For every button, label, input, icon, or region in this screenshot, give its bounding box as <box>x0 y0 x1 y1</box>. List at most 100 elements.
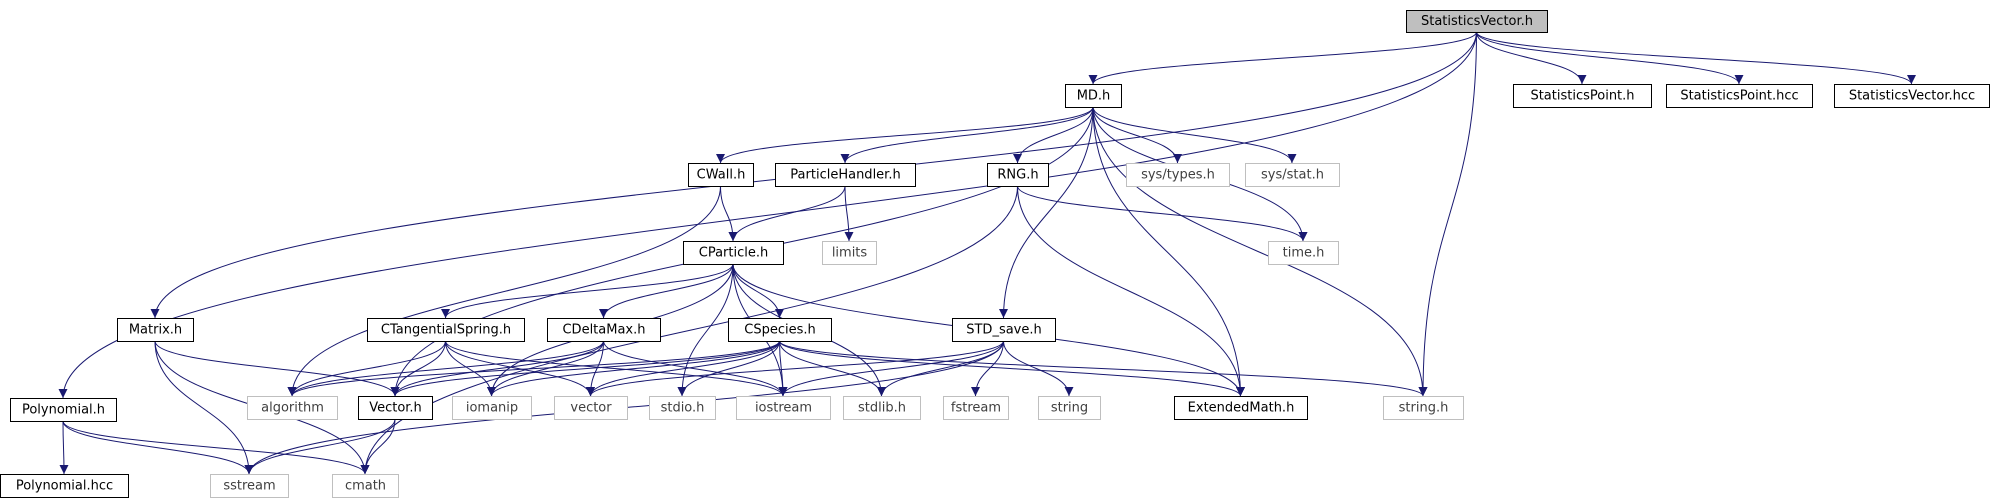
node-box <box>1268 241 1339 265</box>
node-box <box>1174 396 1308 420</box>
node-sys-types-h: sys/types.h <box>1126 163 1230 187</box>
node-label: Matrix.h <box>129 323 182 338</box>
node-std-save-h[interactable]: STD_save.h <box>952 318 1056 342</box>
node-polynomial-hcc[interactable]: Polynomial.hcc <box>0 474 129 498</box>
node-box <box>547 318 661 342</box>
node-cspecies-h[interactable]: CSpecies.h <box>728 318 832 342</box>
edge-md_h-to-rng_h <box>1013 106 1094 164</box>
node-vector-h[interactable]: Vector.h <box>358 396 433 420</box>
node-cparticle-h[interactable]: CParticle.h <box>683 241 784 265</box>
node-label: Polynomial.hcc <box>16 479 113 494</box>
node-statisticsvector-h[interactable]: StatisticsVector.h <box>1406 10 1548 33</box>
node-box <box>952 318 1056 342</box>
node-cdeltamax-h[interactable]: CDeltaMax.h <box>547 318 661 342</box>
node-label: sstream <box>223 479 275 494</box>
node-label: StatisticsVector.hcc <box>1849 89 1975 104</box>
node-box <box>843 396 921 420</box>
node-time-h: time.h <box>1268 241 1339 265</box>
node-sstream: sstream <box>210 474 289 498</box>
edge-cwall_h-to-algorithm <box>287 185 721 397</box>
node-box <box>358 396 433 420</box>
edge-std_save_h-to-vector <box>586 340 1004 397</box>
edge-cparticle_h-to-cspecies_h <box>732 263 784 319</box>
node-label: cmath <box>345 479 386 494</box>
node-polynomial-h[interactable]: Polynomial.h <box>10 398 117 422</box>
node-box <box>1383 396 1464 420</box>
node-box <box>1065 84 1122 108</box>
node-particlehandler-h[interactable]: ParticleHandler.h <box>775 163 916 187</box>
edge-statisticsvector_h-to-polynomial_h <box>58 31 1477 399</box>
node-box <box>1834 84 1990 108</box>
node-box <box>688 163 754 187</box>
node-stdlib-h: stdlib.h <box>843 396 921 420</box>
edge-cwall_h-to-cparticle_h <box>720 185 738 242</box>
node-box <box>247 396 338 420</box>
edge-cparticle_h-to-ctangentialspring_h <box>441 263 734 319</box>
node-label: time.h <box>1283 246 1325 261</box>
node-label: CDeltaMax.h <box>562 323 645 338</box>
node-label: ParticleHandler.h <box>790 168 900 183</box>
edge-cdeltamax_h-to-iostream <box>603 340 788 397</box>
edge-cspecies_h-to-string_h <box>779 340 1428 397</box>
edge-rng_h-to-time_h <box>1017 185 1308 242</box>
node-label: Vector.h <box>369 401 422 416</box>
node-limits: limits <box>822 241 877 265</box>
node-box <box>10 398 117 422</box>
node-algorithm: algorithm <box>247 396 338 420</box>
edge-polynomial_h-to-polynomial_hcc <box>59 420 69 475</box>
edge-cspecies_h-to-extendedmath_h <box>779 340 1245 397</box>
edge-ctangentialspring_h-to-vector <box>445 340 595 397</box>
node-vector: vector <box>554 396 628 420</box>
node-label: StatisticsVector.h <box>1421 14 1533 29</box>
node-label: limits <box>832 246 868 261</box>
node-label: CParticle.h <box>699 246 768 261</box>
node-label: sys/types.h <box>1141 168 1215 183</box>
node-label: StatisticsPoint.hcc <box>1680 89 1798 104</box>
edge-cdeltamax_h-to-vector_h <box>390 340 604 397</box>
node-cwall-h[interactable]: CWall.h <box>688 163 754 187</box>
edge-std_save_h-to-string <box>1003 340 1074 397</box>
node-matrix-h[interactable]: Matrix.h <box>117 318 194 342</box>
edge-cspecies_h-to-vector_h <box>390 340 780 397</box>
node-statisticsvector-hcc[interactable]: StatisticsVector.hcc <box>1834 84 1990 108</box>
node-statisticspoint-h[interactable]: StatisticsPoint.h <box>1513 84 1652 108</box>
node-box <box>683 241 784 265</box>
node-iostream: iostream <box>736 396 831 420</box>
node-label: STD_save.h <box>966 323 1042 338</box>
edge-cspecies_h-to-stdio_h <box>677 340 780 397</box>
node-iomanip: iomanip <box>452 396 532 420</box>
node-label: CSpecies.h <box>744 323 815 338</box>
node-box <box>987 163 1049 187</box>
edge-vector_h-to-cmath <box>360 418 396 475</box>
edge-md_h-to-extendedmath_h <box>1092 106 1245 397</box>
node-label: RNG.h <box>997 168 1038 183</box>
edge-matrix_h-to-vector_h <box>154 340 400 397</box>
node-label: iostream <box>755 401 812 416</box>
node-statisticspoint-hcc[interactable]: StatisticsPoint.hcc <box>1666 84 1813 108</box>
edge-cparticle_h-to-cdeltamax_h <box>599 263 734 319</box>
edge-cspecies_h-to-iomanip <box>487 340 780 397</box>
node-extendedmath-h[interactable]: ExtendedMath.h <box>1174 396 1308 420</box>
node-box <box>452 396 532 420</box>
edge-statisticsvector_h-to-string_h <box>1418 31 1477 397</box>
edge-ctangentialspring_h-to-iostream <box>445 340 788 397</box>
node-label: MD.h <box>1077 89 1111 104</box>
node-box <box>0 474 129 498</box>
node-rng-h[interactable]: RNG.h <box>987 163 1049 187</box>
edge-cspecies_h-to-vector <box>586 340 780 397</box>
node-md-h[interactable]: MD.h <box>1065 84 1122 108</box>
node-box <box>1666 84 1813 108</box>
edge-md_h-to-cwall_h <box>716 106 1094 164</box>
edge-cspecies_h-to-algorithm <box>287 340 780 397</box>
node-label: vector <box>570 401 612 416</box>
node-label: StatisticsPoint.h <box>1530 89 1634 104</box>
node-ctangentialspring-h[interactable]: CTangentialSpring.h <box>367 318 525 342</box>
node-string: string <box>1038 396 1101 420</box>
node-box <box>736 396 831 420</box>
node-cmath: cmath <box>332 474 399 498</box>
node-box <box>1038 396 1101 420</box>
edge-vector_h-to-sstream <box>244 418 396 475</box>
edge-md_h-to-std_save_h <box>999 106 1094 319</box>
edge-rng_h-to-extendedmath_h <box>1017 185 1245 397</box>
